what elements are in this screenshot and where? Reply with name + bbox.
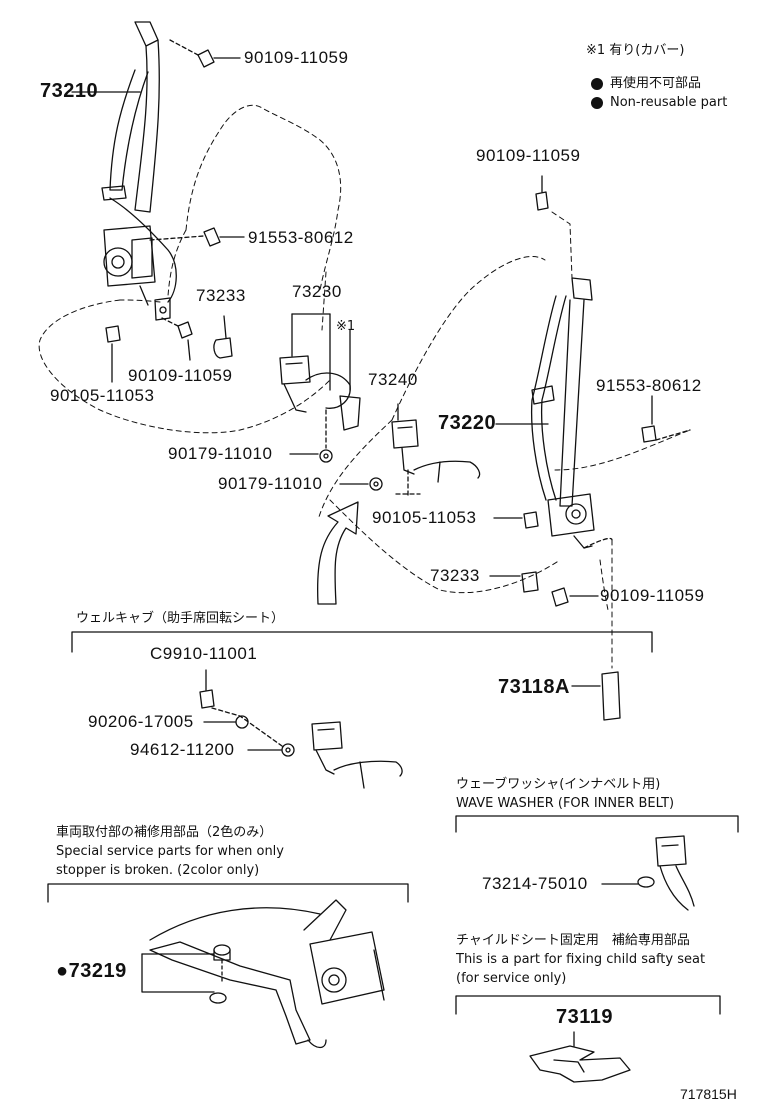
special-parts-assembly — [141, 899, 385, 1049]
part-label-91553-left[interactable]: 91553-80612 — [248, 228, 354, 247]
special-parts-bracket — [47, 883, 409, 903]
buckle-73230 — [279, 313, 361, 431]
part-label-73220[interactable]: 73220 — [438, 412, 497, 434]
wave-washer-part — [601, 835, 695, 911]
section-wave-washer-jp: ウェーブワッシャ(インナベルト用) — [456, 777, 661, 792]
section-special-jp: 車両取付部の補修用部品（2色のみ） — [56, 825, 273, 840]
right-seat-outline — [317, 256, 691, 594]
buckle-73240 — [391, 403, 481, 483]
welcab-bracket — [71, 631, 653, 653]
clip-73233-right — [489, 571, 539, 593]
legend-note1: ※1 有り(カバー) — [586, 43, 685, 58]
part-label-90109-left[interactable]: 90109-11059 — [128, 366, 233, 385]
wave-washer-bracket — [455, 815, 739, 833]
clip-73233-left — [213, 315, 233, 359]
part-label-90105-right[interactable]: 90105-11053 — [372, 508, 477, 527]
section-wave-washer-en: WAVE WASHER (FOR INNER BELT) — [456, 796, 675, 811]
right-retractor-belt-73220 — [530, 277, 595, 549]
part-label-90109-right-top[interactable]: 90109-11059 — [476, 146, 581, 165]
part-label-73219[interactable]: ●73219 — [56, 960, 127, 982]
part-label-73230[interactable]: 73230 — [292, 282, 342, 301]
part-label-90109-right-bottom[interactable]: 90109-11059 — [600, 586, 705, 605]
part-label-73118A[interactable]: 73118A — [498, 676, 570, 698]
bolt-91553-right — [641, 395, 691, 443]
section-child-en1: This is a part for fixing child safty se… — [456, 952, 706, 967]
part-label-73119[interactable]: 73119 — [556, 1006, 614, 1028]
part-label-73210[interactable]: 73210 — [40, 80, 99, 102]
non-reusable-dot-icon — [591, 78, 603, 90]
legend-non-reusable-jp: 再使用不可部品 — [610, 76, 702, 91]
nut-90179-a — [289, 409, 333, 463]
part-label-73233-right[interactable]: 73233 — [430, 566, 480, 585]
part-label-90179-a[interactable]: 90179-11010 — [168, 444, 273, 463]
part-label-90179-b[interactable]: 90179-11010 — [218, 474, 323, 493]
bolt-90109-right-top — [535, 175, 573, 279]
part-label-73233-left[interactable]: 73233 — [196, 286, 246, 305]
plate-73119 — [529, 1031, 631, 1083]
section-child-jp: チャイルドシート固定用 補給専用部品 — [456, 933, 690, 948]
part-label-91553-right[interactable]: 91553-80612 — [596, 376, 702, 395]
section-special-en1: Special service parts for when only — [56, 844, 284, 859]
bolt-90105-right — [493, 511, 539, 529]
left-retractor-belt-73210 — [101, 21, 177, 321]
section-special-en2: stopper is broken. (2color only) — [56, 863, 260, 878]
bolt-90109-right-bottom — [551, 559, 609, 611]
part-label-C9910[interactable]: C9910-11001 — [150, 644, 258, 663]
part-label-94612[interactable]: 94612-11200 — [130, 740, 235, 759]
part-label-73214[interactable]: 73214-75010 — [482, 874, 588, 893]
bolt-91553-left — [149, 227, 245, 247]
part-label-90206[interactable]: 90206-17005 — [88, 712, 194, 731]
bolt-90109-top — [169, 39, 241, 68]
part-label-73240[interactable]: 73240 — [368, 370, 418, 389]
bolt-90105-left — [105, 325, 121, 383]
part-label-90109-top[interactable]: 90109-11059 — [244, 48, 349, 67]
section-child-en2: (for service only) — [456, 971, 567, 986]
legend-non-reusable-en: Non-reusable part — [610, 95, 728, 110]
part-label-90105-left[interactable]: 90105-11053 — [50, 386, 155, 405]
child-seat-bracket — [455, 995, 721, 1015]
rotation-arrow — [316, 501, 359, 605]
section-welcab-title: ウェルキャブ（助手席回転シート） — [76, 611, 285, 626]
diagram-reference-code: 717815H — [680, 1086, 737, 1102]
nut-90179-b — [339, 477, 383, 491]
bolt-90109-left-lower — [161, 317, 193, 361]
note-mark1: ※1 — [336, 319, 356, 334]
welcab-parts — [199, 669, 403, 789]
non-reusable-dot-icon — [591, 97, 603, 109]
cover-73118A — [571, 671, 621, 721]
